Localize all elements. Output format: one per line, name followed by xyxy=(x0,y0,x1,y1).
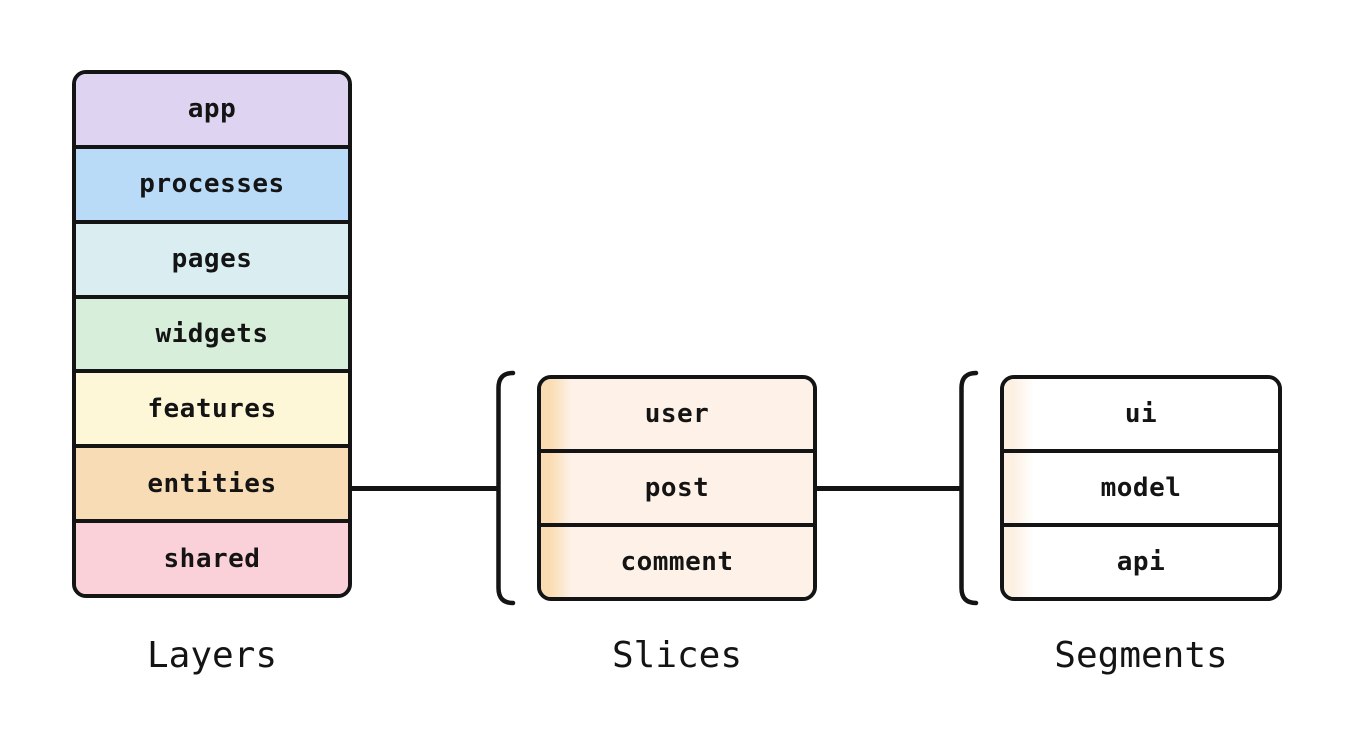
slice-label-user: user xyxy=(644,399,710,429)
segments-caption: Segments xyxy=(1054,635,1228,676)
layers-caption: Layers xyxy=(146,635,278,676)
layer-row-widgets: widgets xyxy=(76,294,348,370)
slices-bracket-icon xyxy=(496,370,516,606)
segment-label-api: api xyxy=(1116,547,1166,577)
layer-label-widgets: widgets xyxy=(155,319,269,349)
layer-label-app: app xyxy=(187,94,237,125)
layer-row-features: features xyxy=(76,369,348,445)
segment-row-model: model xyxy=(1004,449,1278,523)
connector-layers-to-slices xyxy=(350,486,498,491)
segment-label-ui: ui xyxy=(1124,399,1158,429)
layer-row-app: app xyxy=(76,74,348,145)
slices-stack: user post comment xyxy=(537,375,817,601)
layer-label-pages: pages xyxy=(171,244,253,275)
layer-row-entities: entities xyxy=(76,444,348,520)
layer-row-pages: pages xyxy=(76,219,348,295)
layers-stack: app processes pages widgets features ent… xyxy=(72,70,352,598)
layer-label-entities: entities xyxy=(147,468,277,499)
segment-label-model: model xyxy=(1100,473,1182,503)
layer-label-processes: processes xyxy=(139,169,285,200)
segments-bracket-icon xyxy=(959,370,979,606)
layer-label-shared: shared xyxy=(163,543,261,574)
slice-label-post: post xyxy=(644,473,710,503)
segments-stack: ui model api xyxy=(1000,375,1282,601)
segment-row-ui: ui xyxy=(1004,379,1278,449)
layer-label-features: features xyxy=(147,393,277,424)
connector-slices-to-segments xyxy=(815,486,961,491)
slice-row-post: post xyxy=(541,449,813,523)
segment-row-api: api xyxy=(1004,523,1278,597)
slice-row-user: user xyxy=(541,379,813,449)
layer-row-shared: shared xyxy=(76,519,348,594)
layer-row-processes: processes xyxy=(76,144,348,220)
slice-label-comment: comment xyxy=(620,547,734,577)
slice-row-comment: comment xyxy=(541,523,813,597)
slices-caption: Slices xyxy=(611,635,743,676)
